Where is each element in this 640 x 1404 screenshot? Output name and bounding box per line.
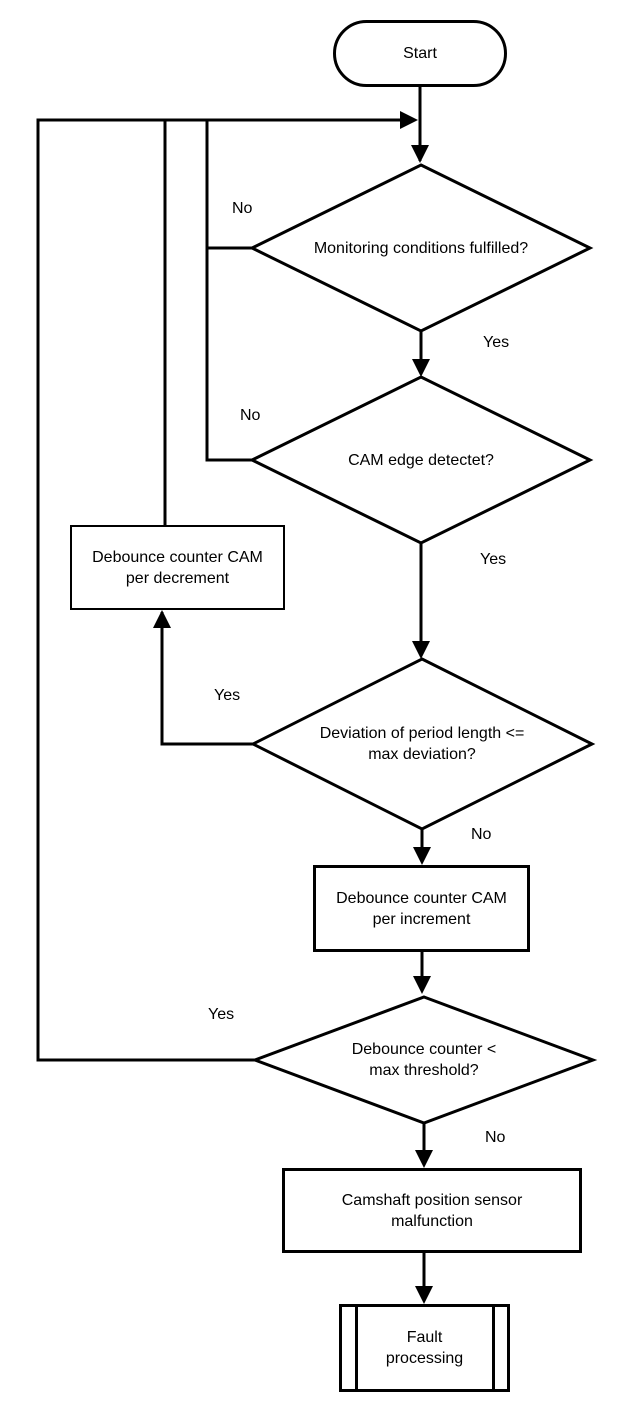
arrowhead-into-increment (413, 847, 431, 865)
edge-label-monitoring-no: No (232, 200, 253, 217)
process-malfunction-node: Camshaft position sensor malfunction (282, 1168, 582, 1253)
process-increment-node: Debounce counter CAM per increment (313, 865, 530, 952)
arrowhead-into-monitoring (411, 145, 429, 163)
arrowhead-into-cam-edge (412, 359, 430, 377)
edge-label-monitoring-yes: Yes (483, 334, 510, 351)
arrowhead-into-fault (415, 1286, 433, 1304)
decision-cam-edge-label: CAM edge detectet? (348, 451, 494, 469)
arrowhead-into-deviation (412, 641, 430, 659)
process-decrement-node: Debounce counter CAM per decrement (70, 525, 285, 610)
arrowhead-into-malfunction (415, 1150, 433, 1168)
edge-label-deviation-no: No (471, 826, 492, 843)
decision-deviation-shape (249, 657, 596, 831)
edge-deviation-yes (160, 612, 253, 746)
predefined-left-bar (355, 1307, 358, 1389)
decision-monitoring: Monitoring conditions fulfilled? (281, 235, 561, 261)
predefined-fault-node: Fault processing (339, 1304, 510, 1392)
arrowhead-loop-merge (400, 111, 418, 129)
arrowhead-into-decrement (153, 610, 171, 628)
edge-cam-edge-no (205, 120, 252, 462)
predefined-fault-label: Fault processing (385, 1329, 464, 1367)
decision-threshold-shape (250, 995, 598, 1125)
decision-cam-edge-shape (248, 375, 594, 545)
decision-cam-edge: CAM edge detectet? (301, 447, 541, 473)
edge-threshold-yes-loop (36, 118, 400, 1062)
edge-label-cam-edge-yes: Yes (480, 551, 507, 568)
decision-monitoring-label: Monitoring conditions fulfilled? (313, 239, 529, 257)
edge-label-deviation-yes: Yes (214, 687, 241, 704)
process-increment-label: Debounce counter CAM per increment (336, 889, 507, 928)
edge-label-threshold-no: No (485, 1129, 506, 1146)
predefined-right-bar (492, 1307, 495, 1389)
decision-threshold: Debounce counter < max threshold? (284, 1038, 564, 1082)
decision-monitoring-shape (248, 163, 594, 333)
start-node-label: Start (403, 45, 437, 62)
decision-deviation: Deviation of period length <= max deviat… (282, 722, 562, 766)
decision-deviation-label: Deviation of period length <= max deviat… (319, 725, 525, 763)
edge-label-threshold-yes: Yes (208, 1006, 235, 1023)
decision-threshold-label: Debounce counter < max threshold? (351, 1041, 497, 1079)
start-node: Start (333, 20, 507, 87)
edge-label-cam-edge-no: No (240, 407, 261, 424)
process-decrement-label: Debounce counter CAM per decrement (92, 548, 263, 587)
process-malfunction-label: Camshaft position sensor malfunction (341, 1191, 523, 1230)
arrowhead-into-threshold (413, 976, 431, 994)
